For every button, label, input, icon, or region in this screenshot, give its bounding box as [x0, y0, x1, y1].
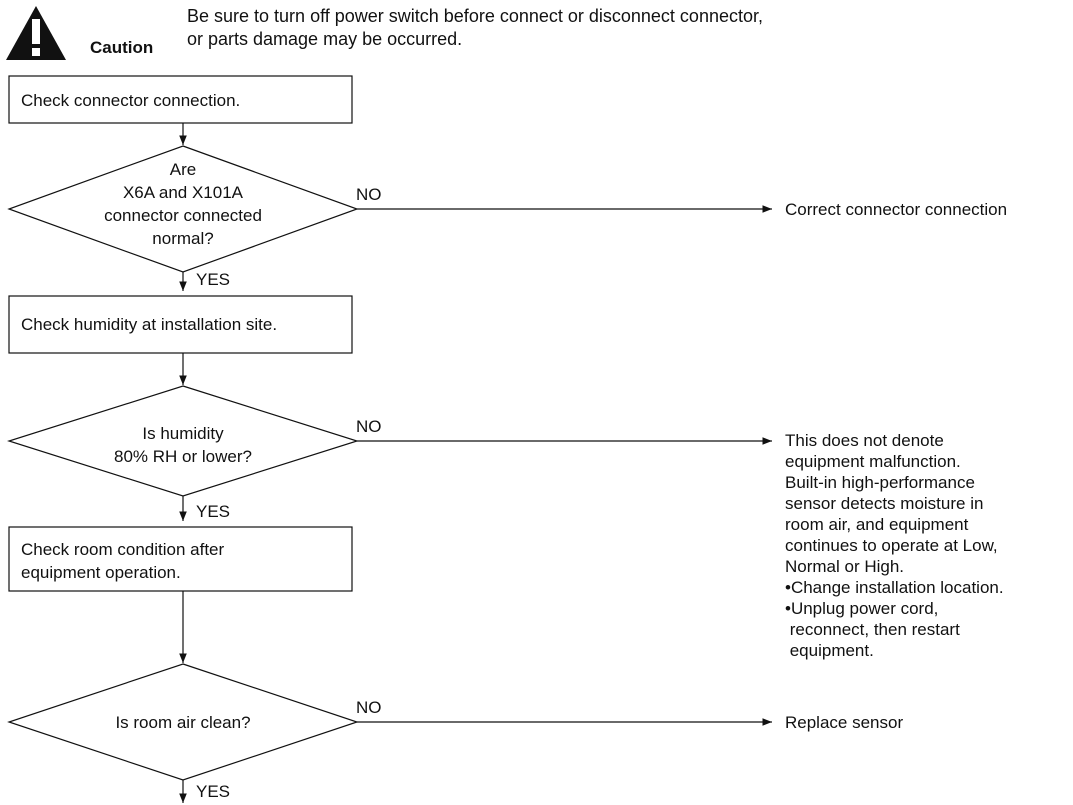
process-box-check-connector	[8, 75, 353, 124]
step3-line: equipment operation.	[21, 563, 181, 582]
warning-triangle-icon	[6, 6, 66, 60]
step1-label: Check connector connection.	[21, 91, 240, 110]
no-label: NO	[356, 417, 382, 436]
note-line: sensor detects moisture in	[785, 494, 983, 513]
note-line: Built-in high-performance	[785, 473, 975, 492]
dec1-line: normal?	[152, 229, 213, 248]
outcome-humidity-note: This does not denote equipment malfuncti…	[785, 431, 1004, 660]
note-line: equipment malfunction.	[785, 452, 961, 471]
yes-label: YES	[196, 270, 230, 289]
caution-message: Be sure to turn off power switch before …	[187, 5, 1047, 51]
no-label: NO	[356, 698, 382, 717]
dec1-line: connector connected	[104, 206, 262, 225]
no-label: NO	[356, 185, 382, 204]
dec2-line: Is humidity	[142, 424, 224, 443]
dec1-line: Are	[170, 160, 196, 179]
dec3-line: Is room air clean?	[115, 713, 250, 732]
step3-line: Check room condition after	[21, 540, 224, 559]
yes-label: YES	[196, 782, 230, 801]
outcome-correct-connection: Correct connector connection	[785, 200, 1007, 219]
dec2-line: 80% RH or lower?	[114, 447, 252, 466]
note-line: This does not denote	[785, 431, 944, 450]
caution-message-line: Be sure to turn off power switch before …	[187, 6, 763, 26]
note-line: continues to operate at Low,	[785, 536, 998, 555]
dec1-line: X6A and X101A	[123, 183, 244, 202]
note-line: •Change installation location.	[785, 578, 1004, 597]
note-line: Normal or High.	[785, 557, 904, 576]
caution-message-line: or parts damage may be occurred.	[187, 29, 463, 49]
process-box-check-room	[8, 526, 353, 592]
note-line: room air, and equipment	[785, 515, 969, 534]
step2-label: Check humidity at installation site.	[21, 315, 277, 334]
yes-label: YES	[196, 502, 230, 521]
caution-label: Caution	[90, 38, 153, 57]
note-line: reconnect, then restart	[785, 620, 960, 639]
process-box-check-humidity	[8, 295, 353, 354]
outcome-replace-sensor: Replace sensor	[785, 713, 903, 732]
note-line: equipment.	[785, 641, 874, 660]
note-line: •Unplug power cord,	[785, 599, 938, 618]
